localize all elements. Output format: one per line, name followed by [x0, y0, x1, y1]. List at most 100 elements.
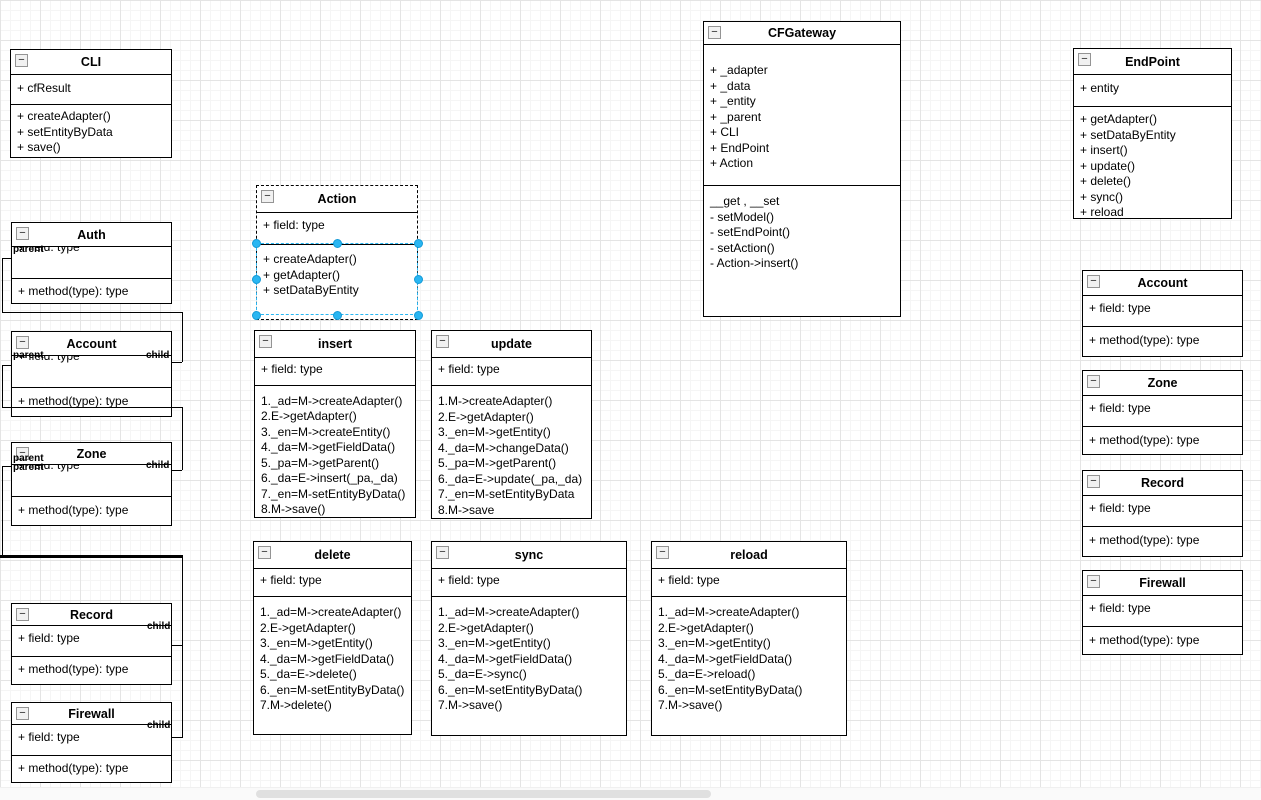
member-line: + setEntityByData	[17, 124, 113, 139]
class-section: + method(type): type	[12, 278, 171, 303]
edge-label-parent: parent	[13, 462, 44, 473]
class-zone-right[interactable]: −Zone+ field: type+ method(type): type	[1082, 370, 1243, 455]
class-section: + field: type	[432, 358, 591, 385]
member-line: 4._da=M->getFieldData()	[261, 440, 396, 455]
member-line: + _parent	[710, 109, 762, 124]
association-edge[interactable]	[2, 466, 11, 467]
class-section: + method(type): type	[1083, 426, 1242, 454]
association-edge[interactable]	[2, 365, 11, 366]
class-cli[interactable]: −CLI+ cfResult+ createAdapter()+ setEnti…	[10, 49, 172, 158]
collapse-icon[interactable]: −	[436, 335, 449, 348]
association-edge[interactable]	[2, 258, 11, 259]
class-firewall-left[interactable]: −Firewall+ field: type+ method(type): ty…	[11, 702, 172, 783]
collapse-icon[interactable]: −	[708, 26, 721, 39]
association-edge[interactable]	[2, 466, 3, 555]
selection-handle[interactable]	[251, 310, 261, 320]
collapse-icon[interactable]: −	[1087, 475, 1100, 488]
class-title-cfgateway: CFGateway	[704, 22, 900, 45]
collapse-icon[interactable]: −	[15, 54, 28, 67]
class-section: + field: type	[257, 213, 417, 244]
member-line: 6._en=M-setEntityByData()	[260, 682, 405, 697]
member-line: 7._en=M-setEntityByData()	[261, 486, 406, 501]
association-edge[interactable]	[2, 258, 3, 312]
class-section: + field: type	[652, 569, 846, 596]
collapse-icon[interactable]: −	[258, 546, 271, 559]
collapse-icon[interactable]: −	[656, 546, 669, 559]
member-line: 4._da=M->getFieldData()	[438, 651, 573, 666]
member-line: + sync()	[1080, 189, 1124, 204]
selection-handle[interactable]	[251, 274, 261, 284]
selection-handle[interactable]	[413, 274, 423, 284]
collapse-icon[interactable]: −	[16, 447, 29, 460]
class-title-reload: reload	[652, 542, 846, 569]
association-edge[interactable]	[172, 737, 182, 738]
collapse-icon[interactable]: −	[1078, 53, 1091, 66]
member-line: 6._da=E->insert(_pa,_da)	[261, 471, 398, 486]
class-title-account-right: Account	[1083, 271, 1242, 296]
class-endpoint[interactable]: −EndPoint+ entity+ getAdapter()+ setData…	[1073, 48, 1232, 219]
collapse-icon[interactable]: −	[1087, 375, 1100, 388]
collapse-icon[interactable]: −	[1087, 575, 1100, 588]
class-record-left[interactable]: −Record+ field: type+ method(type): type	[11, 603, 172, 685]
member-line: 8.M->save()	[261, 502, 326, 517]
member-line: 7.M->delete()	[260, 698, 332, 712]
selection-handle[interactable]	[332, 238, 342, 248]
class-account-left[interactable]: −Account+ field: type+ method(type): typ…	[11, 331, 172, 417]
member-line: + cfResult	[17, 81, 71, 95]
collapse-icon[interactable]: −	[1087, 275, 1100, 288]
association-edge[interactable]	[182, 556, 183, 645]
class-title-sync: sync	[432, 542, 626, 569]
class-zone-left[interactable]: −Zone+ field: type+ method(type): type	[11, 442, 172, 526]
class-account-right[interactable]: −Account+ field: type+ method(type): typ…	[1082, 270, 1243, 357]
member-line: 4._da=M->getFieldData()	[658, 651, 793, 666]
class-cfgateway[interactable]: −CFGateway+ _adapter+ _data+ _entity+ _p…	[703, 21, 901, 317]
selection-handle[interactable]	[332, 310, 342, 320]
collapse-icon[interactable]: −	[261, 190, 274, 203]
association-edge[interactable]	[182, 407, 183, 470]
selection-handle[interactable]	[413, 238, 423, 248]
selection-handle[interactable]	[413, 310, 423, 320]
collapse-icon[interactable]: −	[16, 608, 29, 621]
association-edge[interactable]	[2, 365, 3, 407]
collapse-icon[interactable]: −	[16, 336, 29, 349]
class-section: + _adapter+ _data+ _entity+ _parent+ CLI…	[704, 45, 900, 185]
collapse-icon[interactable]: −	[16, 707, 29, 720]
member-line: + _entity	[710, 94, 756, 108]
member-line: - setAction()	[710, 240, 775, 255]
association-edge[interactable]	[172, 470, 182, 471]
member-line: + field: type	[1089, 501, 1151, 515]
class-record-right[interactable]: −Record+ field: type+ method(type): type	[1082, 470, 1243, 557]
member-line: + field: type	[18, 356, 80, 363]
selection-handle[interactable]	[251, 238, 261, 248]
collapse-icon[interactable]: −	[436, 546, 449, 559]
class-action[interactable]: −Action+ field: type+ createAdapter()+ g…	[256, 185, 418, 320]
edge-label-child: child	[147, 621, 171, 632]
member-line: + field: type	[18, 465, 80, 472]
class-title-update: update	[432, 331, 591, 358]
collapse-icon[interactable]: −	[16, 227, 29, 240]
class-section: + createAdapter()+ getAdapter()+ setData…	[257, 244, 417, 319]
association-edge[interactable]	[2, 312, 182, 313]
association-edge[interactable]	[172, 362, 182, 363]
collapse-icon[interactable]: −	[259, 335, 272, 348]
horizontal-scrollbar-thumb[interactable]	[256, 790, 711, 798]
class-section: __get , __set- setModel()- setEndPoint()…	[704, 185, 900, 316]
member-line: + method(type): type	[1089, 533, 1200, 547]
class-auth[interactable]: −Auth+ field: type+ method(type): type	[11, 222, 172, 304]
association-edge[interactable]	[0, 555, 183, 558]
class-section: 1._ad=M->createAdapter()2.E->getAdapter(…	[254, 596, 411, 734]
member-line: 6._da=E->update(_pa,_da)	[438, 471, 583, 486]
association-edge[interactable]	[2, 407, 182, 408]
horizontal-scrollbar[interactable]	[0, 787, 1261, 800]
member-line: + insert()	[1080, 143, 1128, 158]
association-edge[interactable]	[172, 645, 182, 646]
association-edge[interactable]	[182, 312, 183, 362]
class-firewall-right[interactable]: −Firewall+ field: type+ method(type): ty…	[1082, 570, 1243, 655]
association-edge[interactable]	[182, 645, 183, 738]
